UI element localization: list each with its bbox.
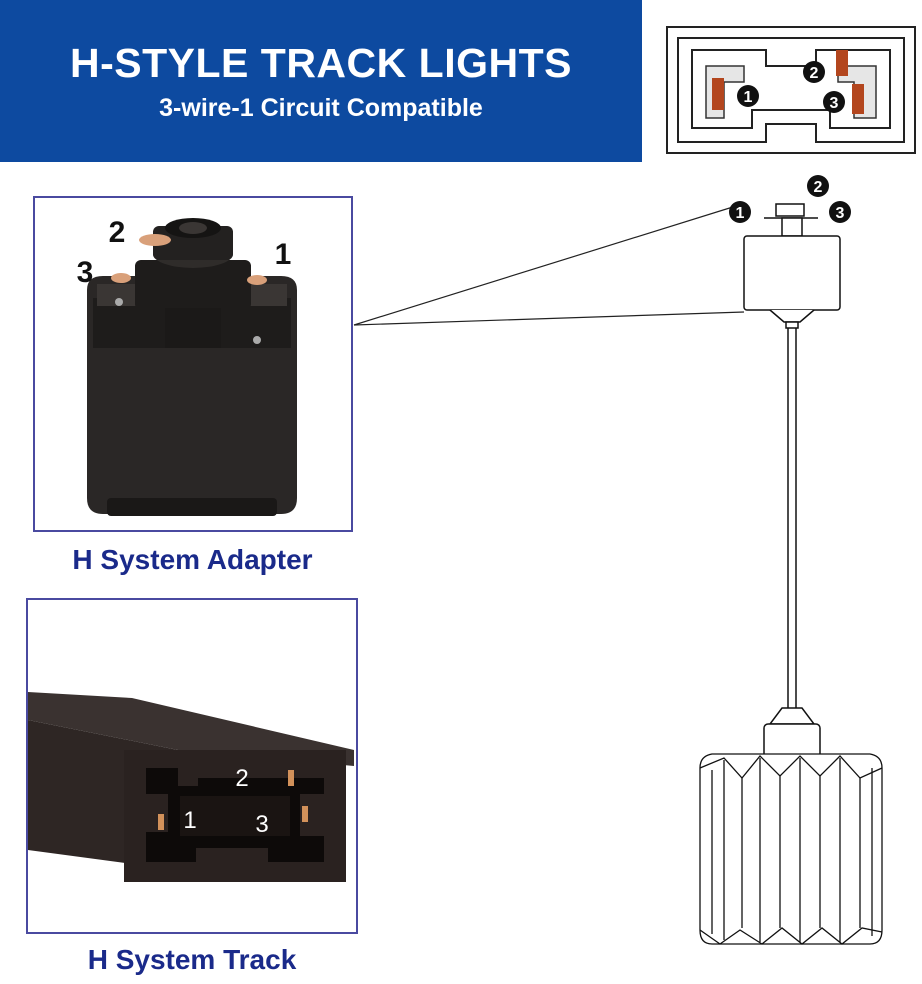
title-banner: H-STYLE TRACK LIGHTS 3-wire-1 Circuit Co… xyxy=(0,0,642,162)
svg-text:2: 2 xyxy=(814,179,823,196)
adapter-marker-3: 3 xyxy=(77,256,94,289)
track-contact-2 xyxy=(288,770,294,786)
pendant-socket xyxy=(763,707,821,761)
callout-line-bottom xyxy=(353,311,745,326)
profile-marker-2: 2 xyxy=(803,61,825,83)
profile-marker-1: 1 xyxy=(737,85,759,107)
adapter-caption: H System Adapter xyxy=(72,544,313,575)
adapter-contact-1 xyxy=(247,275,267,285)
banner-subtitle: 3-wire-1 Circuit Compatible xyxy=(159,94,483,122)
track-marker-3: 3 xyxy=(255,811,268,838)
pendant-crystal-shade xyxy=(699,753,883,945)
svg-text:1: 1 xyxy=(736,205,745,222)
callout-line-top xyxy=(353,205,737,326)
track-caption: H System Track xyxy=(87,944,297,975)
svg-text:3: 3 xyxy=(830,95,839,112)
pendant-marker-2: 2 xyxy=(807,175,829,197)
adapter-contact-2 xyxy=(139,234,171,246)
svg-text:2: 2 xyxy=(810,65,819,82)
adapter-marker-2: 2 xyxy=(109,216,126,249)
contact-1 xyxy=(712,78,724,110)
contact-3 xyxy=(852,84,864,114)
track-contact-1 xyxy=(158,814,164,830)
track-contact-3 xyxy=(302,806,308,822)
adapter-contact-3 xyxy=(111,273,131,283)
contact-2 xyxy=(836,50,848,76)
track-marker-2: 2 xyxy=(235,765,248,792)
pendant-marker-3: 3 xyxy=(829,201,851,223)
banner-title: H-STYLE TRACK LIGHTS xyxy=(70,40,572,86)
svg-text:1: 1 xyxy=(744,89,753,106)
profile-marker-3: 3 xyxy=(823,91,845,113)
svg-text:3: 3 xyxy=(836,205,845,222)
track-profile-diagram: 1 2 3 xyxy=(666,26,916,154)
pendant-marker-1: 1 xyxy=(729,201,751,223)
pendant-adapter-head xyxy=(743,203,841,329)
track-illustration: 1 2 3 xyxy=(28,692,354,882)
adapter-marker-1: 1 xyxy=(275,238,292,271)
track-marker-1: 1 xyxy=(183,807,196,834)
adapter-illustration: 1 2 3 xyxy=(77,216,297,516)
